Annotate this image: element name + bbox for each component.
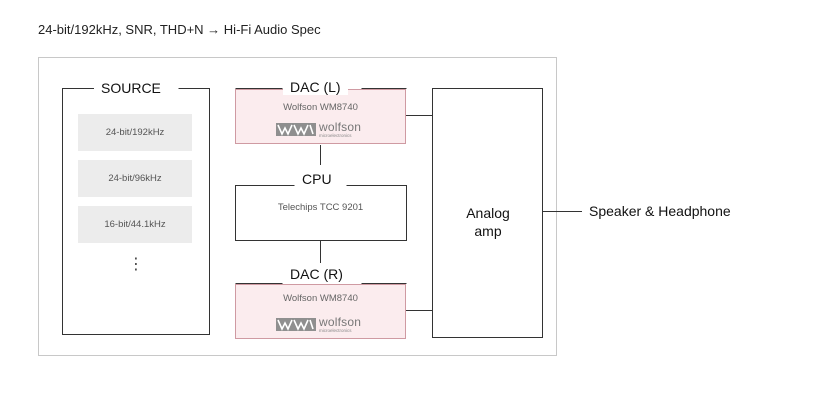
dac-right-chip: Wolfson WM8740 [283,293,358,304]
source-format-tile: 24-bit/96kHz [78,160,192,197]
wolfson-mark-icon [276,123,316,137]
more-formats-ellipsis: ⋮ [128,256,144,273]
analog-amp-box [432,88,543,338]
dac-right-title: DAC (R) [283,266,350,282]
source-format-tile: 16-bit/44.1kHz [78,206,192,243]
logo-wordmark: wolfson [319,120,362,134]
dac-right-box: Wolfson WM8740 wolfson microelectronics [235,284,406,339]
output-label: Speaker & Headphone [589,203,731,219]
wolfson-mark-icon [276,318,316,332]
cpu-bracket [235,185,407,241]
logo-subtext: microelectronics [319,133,352,138]
dac-left-title: DAC (L) [283,79,348,95]
diagram-heading: 24-bit/192kHz, SNR, THD+N → Hi-Fi Audio … [38,22,321,37]
source-title: SOURCE [94,80,168,96]
source-format-tile: 24-bit/192kHz [78,114,192,151]
amp-label-line2: amp [474,223,502,239]
dac-left-chip: Wolfson WM8740 [283,102,358,113]
logo-subtext: microelectronics [319,328,352,333]
cpu-chip: Telechips TCC 9201 [277,202,364,213]
analog-amp-label: Analog amp [433,204,543,240]
source-bracket [62,88,210,335]
wolfson-logo-icon: wolfson microelectronics [276,121,361,139]
logo-wordmark: wolfson [319,315,362,329]
dac-left-box: Wolfson WM8740 wolfson microelectronics [235,89,406,144]
amp-label-line1: Analog [466,205,510,221]
diagram-frame [38,57,557,356]
cpu-title: CPU [295,171,339,187]
wolfson-logo-icon: wolfson microelectronics [276,316,361,334]
